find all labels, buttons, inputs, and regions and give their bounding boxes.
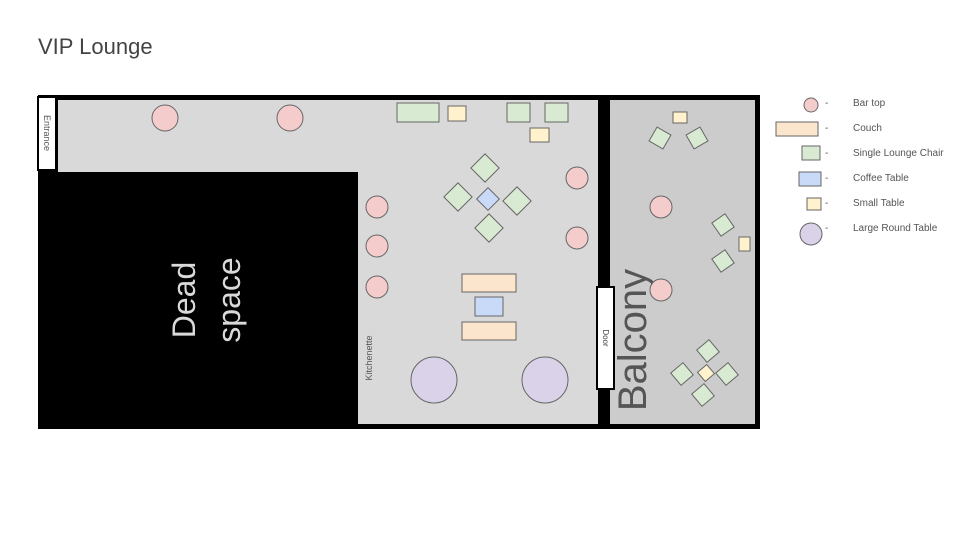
lounge-chair[interactable] [506,102,531,123]
legend-dash: - [825,223,828,234]
couch[interactable] [461,321,517,341]
legend-label: Couch [853,123,882,134]
legend-coffee-table-icon [798,171,822,187]
kitchenette-label: Kitchenette [364,335,374,380]
lounge-chair[interactable] [502,186,532,216]
small-table[interactable] [447,105,467,122]
legend-label: Bar top [853,98,886,109]
lounge-chair[interactable] [648,126,672,150]
legend-lounge-chair-icon [801,145,821,161]
small-table[interactable] [672,111,688,124]
lounge-chair[interactable] [685,126,709,150]
bar-top[interactable] [276,104,304,132]
legend-couch-icon [775,121,819,137]
lounge-chair[interactable] [711,249,735,273]
entrance-door[interactable] [37,96,57,171]
lounge-chair[interactable] [544,102,569,123]
bar-top[interactable] [649,195,673,219]
bar-top[interactable] [565,226,589,250]
lounge-chair[interactable] [696,339,720,363]
large-round-table[interactable] [410,356,458,404]
coffee-table[interactable] [475,186,501,212]
legend-label: Single Lounge Chair [853,148,944,159]
dead-space-label: Dead [166,262,202,339]
bar-top[interactable] [565,166,589,190]
legend-dash: - [825,173,828,184]
bar-top[interactable] [151,104,179,132]
legend: - Bar top - Couch - Single Lounge Chair … [825,98,944,234]
legend-dash: - [825,98,828,109]
lounge-chair[interactable] [711,213,735,237]
legend-dash: - [825,198,828,209]
bar-top[interactable] [365,195,389,219]
legend-dash: - [825,123,828,134]
coffee-table[interactable] [474,296,504,317]
lounge-chair[interactable] [715,362,739,386]
bar-top[interactable] [649,278,673,302]
legend-bar-top-icon [803,97,819,113]
small-table[interactable] [529,127,550,143]
balcony-label: Balcony [611,269,655,411]
dead-space-label-2: space [211,257,247,342]
legend-small-table-icon [806,197,822,211]
couch[interactable] [461,273,517,293]
legend-label: Coffee Table [853,173,909,184]
lounge-chair[interactable] [470,153,500,183]
legend-label: Large Round Table [853,223,938,234]
entrance-label: Entrance [42,115,52,151]
legend-round-table-icon [799,222,823,246]
lounge-chair[interactable] [670,362,694,386]
balcony-door[interactable] [596,286,615,390]
legend-dash: - [825,148,828,159]
lounge-chair[interactable] [691,383,715,407]
small-table[interactable] [696,363,716,383]
legend-label: Small Table [853,198,905,209]
dead-space [48,172,358,428]
bar-top[interactable] [365,234,389,258]
bar-top[interactable] [365,275,389,299]
small-table[interactable] [738,236,751,252]
lounge-chair[interactable] [396,102,440,123]
lounge-chair[interactable] [474,213,504,243]
lounge-chair[interactable] [443,182,473,212]
large-round-table[interactable] [521,356,569,404]
page-title: VIP Lounge [38,34,153,59]
door-label: Door [601,329,610,347]
